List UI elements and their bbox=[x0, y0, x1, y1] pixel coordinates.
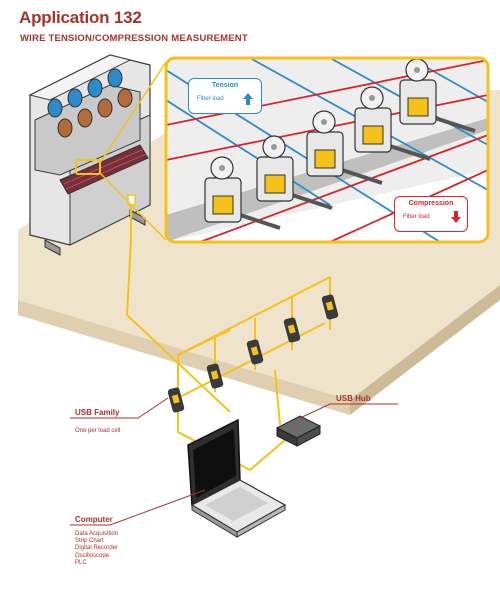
load-cell-3 bbox=[306, 110, 383, 185]
usb-hub bbox=[275, 415, 322, 447]
computer-uses-list: Data Acquisition Strip Chart Digital Rec… bbox=[75, 531, 118, 567]
compression-title: Compression bbox=[408, 200, 454, 207]
floor-side bbox=[350, 285, 500, 415]
usb-stick-2 bbox=[206, 363, 224, 389]
highlight-box bbox=[75, 159, 101, 175]
floor-edge bbox=[18, 300, 350, 415]
arrow-up-icon bbox=[243, 93, 253, 105]
computer-use-item: Digital Recorder bbox=[75, 545, 119, 552]
computer-label: Computer bbox=[75, 515, 113, 524]
leader-lines bbox=[70, 397, 398, 526]
computer-use-item: Data Acquisition bbox=[75, 531, 119, 537]
compression-sub: Fiber load bbox=[403, 214, 430, 220]
zoom-line-top bbox=[99, 61, 167, 164]
usb-family-label: USB Family bbox=[75, 408, 120, 417]
laptop-computer bbox=[187, 418, 287, 538]
tension-callout: Tension Fiber load bbox=[188, 78, 262, 114]
usb-stick-4 bbox=[283, 317, 301, 343]
zoom-line-bottom bbox=[99, 172, 167, 241]
usb-stick-1 bbox=[167, 387, 185, 413]
usb-hub-label: USB Hub bbox=[336, 394, 371, 403]
tension-title: Tension bbox=[211, 82, 239, 89]
page-subtitle: WIRE TENSION/COMPRESSION MEASUREMENT bbox=[20, 33, 248, 44]
computer-use-item: PLC bbox=[75, 559, 87, 566]
arrow-down-icon bbox=[451, 211, 461, 223]
usb-family-desc: One per load cell bbox=[75, 428, 121, 434]
spool-row-top bbox=[47, 68, 123, 118]
page-title: Application 132 bbox=[19, 8, 142, 27]
usb-stick-5 bbox=[321, 294, 339, 320]
computer-use-item: Strip Chart bbox=[75, 538, 104, 545]
spool-row-bottom bbox=[57, 88, 133, 138]
compression-callout: Compression Fiber load bbox=[394, 196, 468, 232]
tension-sub: Fiber load bbox=[197, 96, 224, 102]
load-cell-2 bbox=[256, 135, 333, 210]
usb-stick-3 bbox=[246, 339, 264, 365]
load-cell-4 bbox=[354, 86, 431, 161]
computer-use-item: Oscilloscope bbox=[75, 552, 110, 559]
load-cell-1 bbox=[204, 156, 281, 230]
